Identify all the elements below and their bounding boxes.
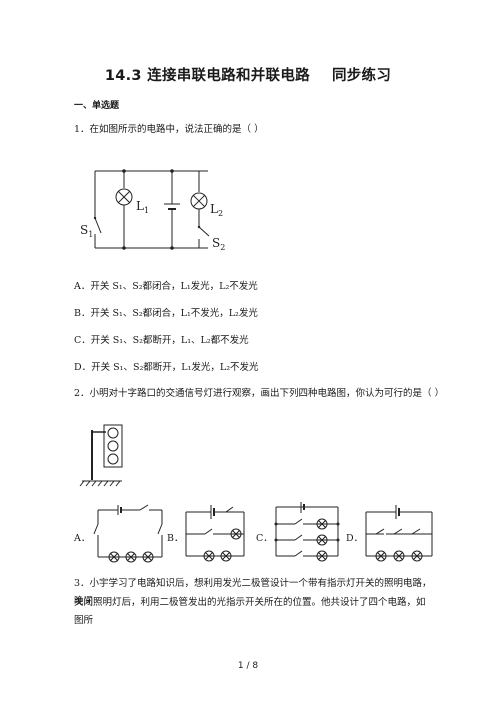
q1-option-d: D．开关 S₁、S₂都断开，L₁发光，L₂不发光 [74,362,259,373]
signal-light-icon [107,427,119,439]
q1-option-c: C．开关 S₁、S₂都断开，L₁、L₂都不发光 [74,335,249,346]
page-title: 14.3 连接串联电路和并联电路 同步练习 [0,64,496,85]
lamp-icon [108,551,120,563]
lamp-icon [220,550,232,562]
signal-housing [103,424,123,468]
q1-circuit-diagram: L1 L2 S1 S2 [80,169,225,252]
q2-circuit-d [365,505,433,562]
lamp-icon [316,518,328,530]
q1-option-b: B．开关 S₁、S₂都闭合，L₁不发光，L₂发光 [74,308,258,319]
q2-choice-b-label: B． [167,533,184,544]
question-3-line1: 3．小宇学习了电路知识后，想利用发光二极管设计一个带有指示灯开关的照明电路，晚间 [74,578,432,607]
question-1-stem: 1．在如图所示的电路中，说法正确的是（ ） [74,124,264,135]
svg-text:L1: L1 [136,199,149,215]
lamp-icon [316,534,328,546]
signal-light-icon [107,440,119,452]
lamp-icon [393,550,405,562]
title-sub: 同步练习 [331,68,392,84]
traffic-light-picture [79,424,123,487]
section-heading: 一、单选题 [74,101,120,111]
q2-choice-c-label: C． [256,533,273,544]
svg-text:L2: L2 [210,202,223,218]
question-3-line2: 关闭照明灯后，利用二极管发出的光指示开关所在的位置。他共设计了四个电路，如图所 [74,597,426,626]
q2-circuit-c [274,502,340,562]
svg-text:S2: S2 [212,236,225,252]
lamp-icon [411,550,423,562]
switch-s2 [198,226,210,237]
question-2-stem: 2．小明对十字路口的交通信号灯进行观察，画出下列四种电路图，你认为可行的是（ ） [74,388,445,399]
svg-text:S1: S1 [80,223,93,239]
lamp-icon [203,550,215,562]
lamp-icon [316,550,328,562]
q2-circuit-a [93,504,163,563]
signal-light-icon [107,453,119,465]
q2-choice-a-label: A． [74,533,91,544]
lamp-icon [230,528,242,540]
lamp-icon [125,551,137,563]
page-number: 1 / 8 [237,661,259,671]
lamp-icon [142,551,154,563]
q2-circuit-b [185,505,245,562]
title-main: 14.3 连接串联电路和并联电路 [104,68,310,84]
q1-option-a: A．开关 S₁、S₂都闭合，L₁发光，L₂不发光 [74,281,258,292]
q2-choice-d-label: D． [346,533,364,544]
lamp-icon [375,550,387,562]
